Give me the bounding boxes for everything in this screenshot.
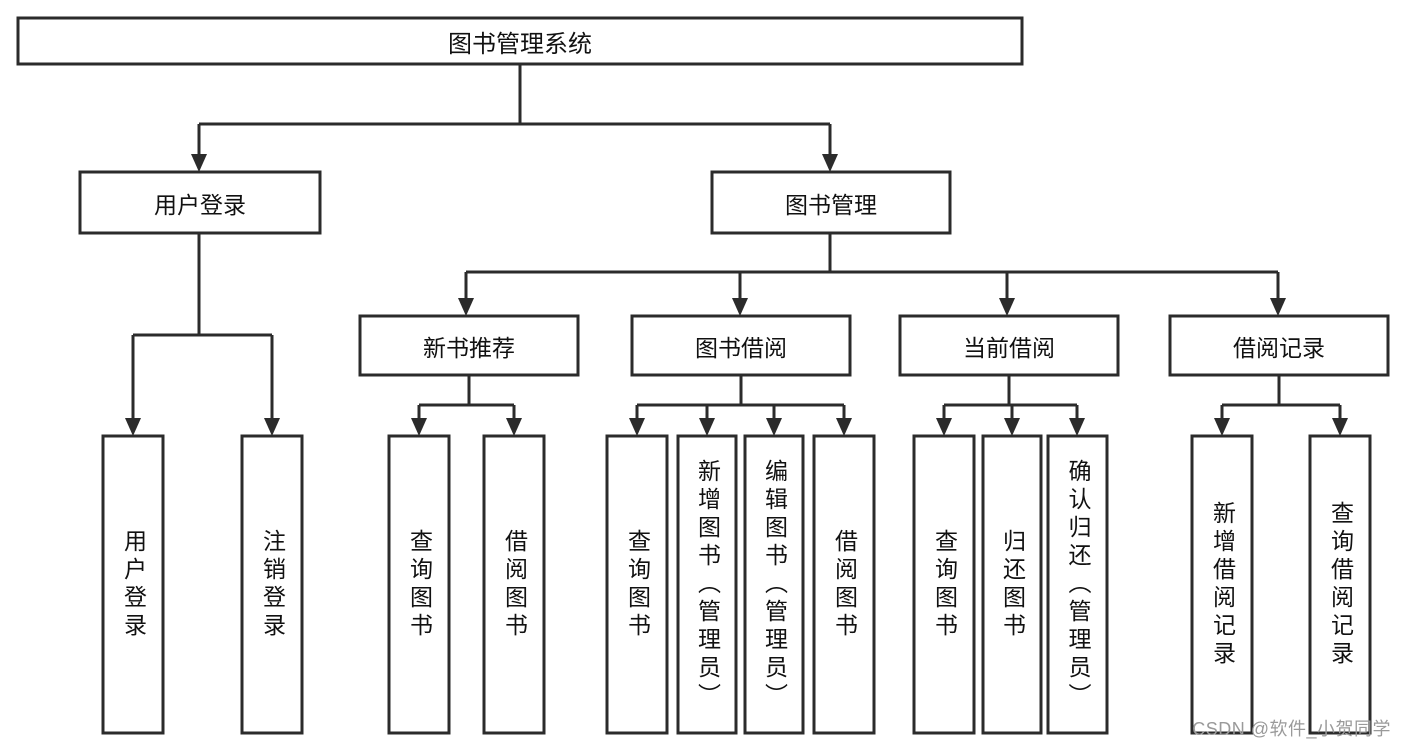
node-box-new-book-recommend[interactable] bbox=[358, 314, 580, 377]
connectors-layer bbox=[125, 64, 1348, 436]
arrow-head-icon bbox=[822, 154, 838, 172]
arrow-head-icon bbox=[732, 298, 748, 316]
arrow-head-icon bbox=[264, 418, 280, 436]
arrow-head-icon bbox=[506, 418, 522, 436]
arrow-head-icon bbox=[836, 418, 852, 436]
node-box-root[interactable] bbox=[16, 16, 1024, 66]
arrow-head-icon bbox=[458, 298, 474, 316]
boxes-layer bbox=[16, 16, 1390, 735]
arrow-head-icon bbox=[1270, 298, 1286, 316]
watermark: CSDN @软件_小贺同学 bbox=[1192, 719, 1391, 739]
node-box-leaf-add-book-admin[interactable] bbox=[676, 434, 738, 735]
arrow-head-icon bbox=[1214, 418, 1230, 436]
arrow-head-icon bbox=[1332, 418, 1348, 436]
arrow-head-icon bbox=[1004, 418, 1020, 436]
node-box-user-login[interactable] bbox=[78, 170, 322, 235]
node-box-leaf-edit-book-admin[interactable] bbox=[743, 434, 805, 735]
node-box-leaf-add-borrow-record[interactable] bbox=[1190, 434, 1254, 735]
node-box-borrow-record[interactable] bbox=[1168, 314, 1390, 377]
node-box-current-borrow[interactable] bbox=[898, 314, 1120, 377]
node-box-book-manage[interactable] bbox=[710, 170, 952, 235]
node-box-leaf-user-login[interactable] bbox=[101, 434, 165, 735]
node-box-leaf-confirm-return-admin[interactable] bbox=[1046, 434, 1109, 735]
node-box-leaf-borrow-book[interactable] bbox=[812, 434, 876, 735]
node-box-leaf-query-book-borrow[interactable] bbox=[605, 434, 669, 735]
arrow-head-icon bbox=[411, 418, 427, 436]
arrow-head-icon bbox=[699, 418, 715, 436]
arrow-head-icon bbox=[936, 418, 952, 436]
node-box-leaf-query-borrow-record[interactable] bbox=[1308, 434, 1372, 735]
arrow-head-icon bbox=[125, 418, 141, 436]
node-box-leaf-query-book-recommend[interactable] bbox=[387, 434, 451, 735]
node-box-leaf-logout[interactable] bbox=[240, 434, 304, 735]
arrow-head-icon bbox=[1069, 418, 1085, 436]
arrow-head-icon bbox=[999, 298, 1015, 316]
arrow-head-icon bbox=[191, 154, 207, 172]
arrow-head-icon bbox=[766, 418, 782, 436]
node-box-leaf-return-book[interactable] bbox=[981, 434, 1043, 735]
node-box-book-borrow[interactable] bbox=[630, 314, 852, 377]
node-box-leaf-query-book-current[interactable] bbox=[912, 434, 976, 735]
node-box-leaf-borrow-book-recommend[interactable] bbox=[482, 434, 546, 735]
arrow-head-icon bbox=[629, 418, 645, 436]
